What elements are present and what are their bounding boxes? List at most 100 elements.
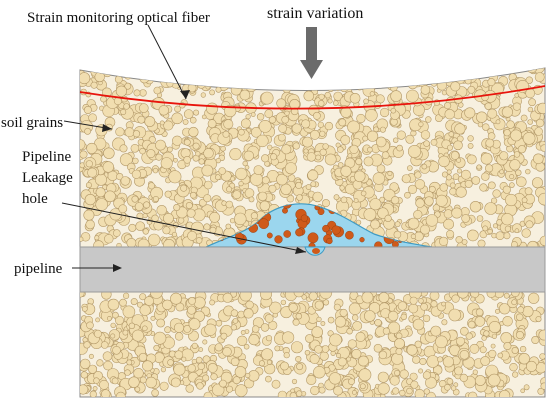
soil-grain	[126, 359, 133, 366]
soil-grain	[288, 303, 298, 313]
soil-grain	[238, 128, 245, 136]
soil-grain	[197, 80, 206, 89]
soil-grain	[198, 347, 204, 352]
soil-grain	[439, 236, 449, 246]
soil-grain	[535, 118, 545, 128]
fiber-label: Strain monitoring optical fiber	[27, 10, 210, 26]
soil-grain	[441, 319, 448, 326]
soil-grain	[195, 73, 201, 79]
soil-grain	[215, 158, 221, 164]
soil-grain	[477, 121, 484, 128]
soil-grain	[166, 146, 173, 153]
soil-grain	[523, 384, 530, 391]
soil-grain	[186, 59, 194, 67]
soil-grain	[145, 376, 157, 389]
soil-grain	[255, 68, 268, 69]
soil-grain	[420, 130, 431, 140]
soil-grain	[482, 123, 490, 131]
soil-grain	[315, 154, 322, 161]
soil-grain	[191, 342, 198, 350]
soil-grain	[275, 76, 283, 84]
soil-grain	[340, 165, 352, 177]
soil-grain	[469, 201, 482, 213]
soil-grain	[86, 60, 93, 67]
soil-grain	[479, 346, 487, 354]
soil-grain	[271, 379, 281, 389]
soil-grain	[287, 68, 297, 75]
soil-grain	[455, 72, 463, 80]
soil-grain	[537, 102, 545, 114]
soil-grain	[386, 68, 398, 75]
soil-grain	[128, 376, 140, 388]
soil-grain	[399, 68, 410, 76]
soil-grain	[430, 300, 438, 308]
soil-grain	[320, 321, 326, 326]
soil-grain	[93, 377, 100, 384]
soil-grain	[230, 357, 240, 367]
soil-grain	[185, 384, 194, 393]
soil-grain	[474, 375, 486, 386]
soil-grain	[499, 169, 505, 175]
soil-grain	[100, 61, 105, 66]
fluidized-particle	[359, 237, 365, 243]
soil-grain	[480, 152, 493, 165]
soil-grain	[243, 150, 255, 162]
soil-grain	[172, 135, 183, 146]
soil-grain	[539, 353, 545, 360]
soil-grain	[410, 380, 419, 389]
soil-grain	[248, 196, 255, 203]
soil-grain	[425, 214, 439, 227]
soil-grain	[245, 68, 257, 69]
soil-grain	[147, 233, 161, 247]
soil-grain	[502, 316, 513, 327]
soil-grain	[525, 220, 534, 229]
soil-grain	[340, 196, 348, 204]
soil-grain	[280, 299, 287, 306]
soil-grain	[391, 352, 404, 365]
soil-grain	[454, 123, 466, 135]
soil-grain	[138, 352, 148, 362]
soil-grain	[374, 319, 382, 327]
soil-grain	[317, 100, 325, 107]
soil-grain	[110, 322, 116, 329]
soil-grain	[234, 212, 247, 226]
soil-grain	[348, 68, 360, 76]
soil-grain	[442, 356, 455, 368]
soil-grain	[371, 58, 376, 63]
soil-grain	[123, 68, 137, 79]
soil-grain	[133, 89, 141, 97]
soil-grain	[393, 58, 400, 65]
soil-grain	[307, 169, 319, 181]
soil-grain	[451, 294, 460, 303]
soil-grain	[127, 68, 135, 71]
soil-grain	[173, 363, 186, 376]
soil-grain	[256, 113, 265, 121]
soil-grain	[333, 303, 341, 311]
soil-grain	[384, 214, 392, 222]
soil-grain	[177, 217, 185, 224]
soil-grain	[361, 69, 374, 82]
soil-grain	[538, 192, 545, 206]
soil-grain	[349, 144, 359, 154]
soil-grain	[438, 155, 450, 168]
soil-grain	[467, 85, 476, 94]
soil-grain	[142, 325, 148, 332]
soil-grain	[274, 345, 281, 352]
soil-grain	[258, 360, 265, 367]
soil-grain	[202, 339, 208, 345]
soil-grain	[448, 308, 462, 322]
soil-grain	[306, 81, 316, 91]
soil-grain	[328, 81, 336, 89]
fluidized-particle	[282, 207, 288, 214]
soil-grain	[270, 153, 278, 161]
soil-grain	[95, 198, 108, 211]
soil-grain	[210, 373, 218, 381]
soil-grain	[329, 333, 342, 347]
soil-grain	[467, 229, 479, 242]
soil-grain	[142, 213, 148, 219]
soil-grain	[436, 80, 448, 91]
fluidized-particle	[274, 235, 283, 244]
soil-grain	[333, 385, 343, 396]
soil-grain	[519, 345, 527, 353]
soil-grain	[470, 296, 476, 302]
